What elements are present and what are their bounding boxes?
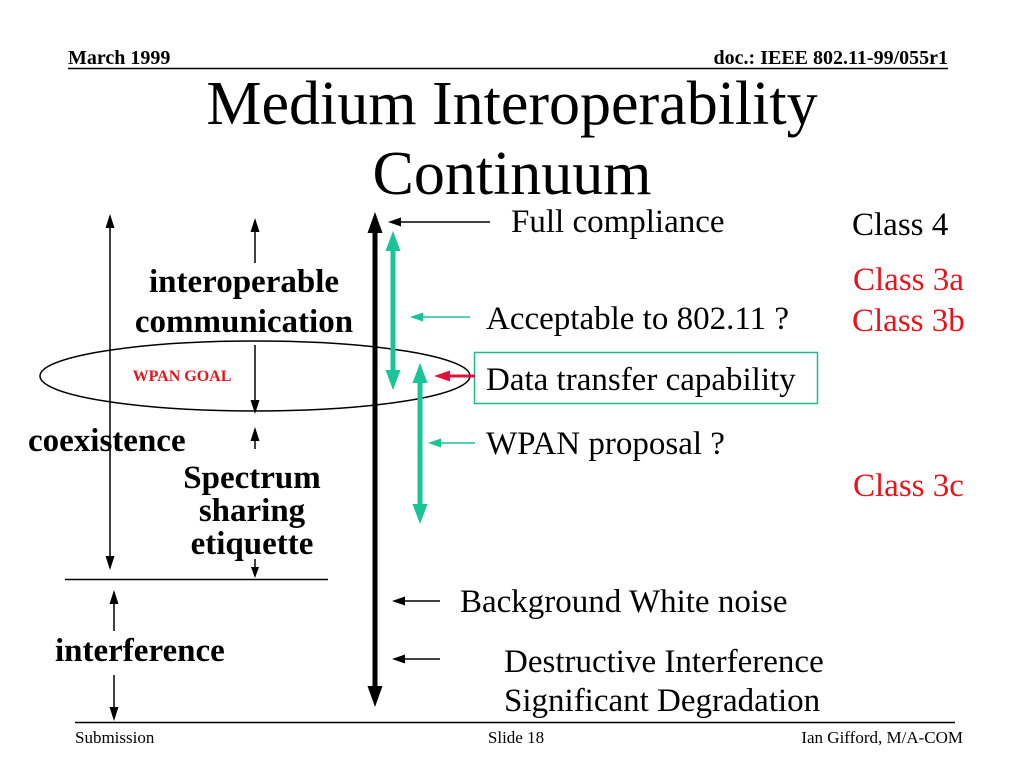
label-communication: communication	[135, 304, 353, 340]
arrow-head-down	[367, 686, 383, 707]
acceptable-pointer	[410, 312, 470, 322]
title-line-1: Medium Interoperability	[206, 70, 817, 138]
label-coexistence: coexistence	[28, 423, 186, 459]
level-destructive-interference: Destructive Interference	[504, 644, 824, 680]
arrow-head-up	[109, 590, 119, 604]
level-acceptable: Acceptable to 802.11 ?	[486, 301, 789, 337]
label-interoperable: interoperable	[149, 264, 339, 300]
data-transfer-box	[473, 351, 819, 405]
arrow-head-down	[109, 707, 119, 721]
title-line-2: Continuum	[372, 140, 651, 208]
arrow-head-left	[388, 217, 401, 227]
label-spectrum: Spectrum	[183, 460, 320, 496]
scale-labels: interoperable communication WPAN GOAL co…	[28, 264, 353, 669]
background-noise-pointer	[392, 596, 440, 606]
arrow-head-up	[250, 427, 260, 441]
arrow-head-left	[410, 312, 423, 322]
arrow-head-up	[250, 218, 260, 232]
continuum-axis-arrow	[367, 212, 383, 707]
continuum-levels: Full compliance Acceptable to 802.11 ? D…	[460, 204, 824, 719]
arrow-head-up	[412, 363, 428, 383]
slide-title: Medium Interoperability Continuum	[206, 70, 817, 208]
wpan-proposal-pointer	[428, 438, 475, 448]
interference-down-arrow	[109, 675, 119, 721]
slide-header: March 1999 doc.: IEEE 802.11-99/055r1	[68, 47, 948, 70]
interoperable-up-arrow	[250, 218, 260, 263]
coexistence-range-arrow	[105, 214, 115, 570]
arrow-head-left	[428, 438, 441, 448]
label-etiquette: etiquette	[191, 526, 314, 562]
level-significant-degradation: Significant Degradation	[504, 683, 820, 719]
footer-slide-number: Slide 18	[488, 728, 544, 747]
arrow-head-down	[251, 567, 259, 578]
interference-up-arrow	[109, 590, 119, 631]
class-4-label: Class 4	[852, 207, 948, 243]
arrow-head-down	[250, 400, 260, 414]
header-doc-id: doc.: IEEE 802.11-99/055r1	[714, 47, 948, 69]
level-wpan-proposal: WPAN proposal ?	[486, 426, 725, 462]
arrow-head-down	[385, 370, 401, 390]
slide-footer: Submission Slide 18 Ian Gifford, M/A-COM	[75, 721, 963, 747]
level-data-transfer: Data transfer capability	[486, 362, 796, 398]
class-3a-label: Class 3a	[853, 262, 964, 298]
level-full-compliance: Full compliance	[511, 204, 725, 240]
arrow-head-left	[392, 654, 405, 664]
arrow-head-down	[412, 504, 428, 524]
footer-author: Ian Gifford, M/A-COM	[801, 728, 963, 747]
arrow-head-down	[105, 556, 115, 570]
interoperable-down-arrow	[250, 345, 260, 414]
etiquette-up-arrow	[250, 427, 260, 449]
class-3c-label: Class 3c	[853, 468, 964, 504]
destructive-interference-pointer	[392, 654, 440, 664]
data-transfer-pointer	[434, 370, 475, 382]
footer-submission: Submission	[75, 728, 155, 747]
class-labels: Class 4 Class 3a Class 3b Class 3c	[852, 207, 965, 504]
label-wpan-goal: WPAN GOAL	[133, 368, 232, 385]
etiquette-down-arrow	[251, 559, 259, 578]
arrow-head-up	[385, 231, 401, 251]
label-sharing: sharing	[199, 493, 306, 529]
acceptable-range-arrow	[385, 231, 401, 390]
label-interference: interference	[55, 633, 225, 669]
arrow-head-up	[105, 214, 115, 228]
full-compliance-pointer	[388, 217, 490, 227]
arrow-head-up	[367, 212, 383, 233]
header-date: March 1999	[68, 47, 170, 69]
arrow-head-left	[434, 370, 450, 382]
class-3b-label: Class 3b	[852, 303, 965, 339]
wpan-proposal-range-arrow	[412, 363, 428, 524]
level-background-noise: Background White noise	[460, 584, 788, 620]
arrow-head-left	[392, 596, 405, 606]
